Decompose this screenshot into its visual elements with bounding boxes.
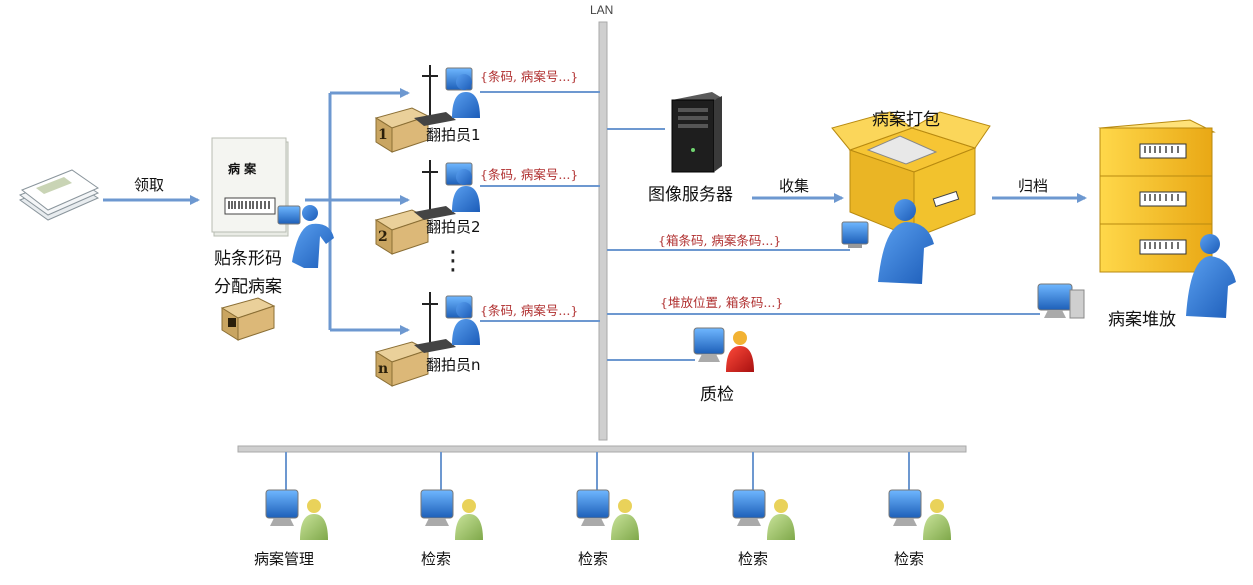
folder-title: 病 案	[228, 162, 257, 176]
packer-person-icon	[841, 199, 934, 284]
photographer-station-2: 2	[374, 160, 480, 255]
ellipsis: ⋮	[440, 246, 466, 276]
image-server-label: 图像服务器	[648, 185, 733, 205]
photographer-1-message: {条码, 病案号...}	[480, 69, 579, 84]
barcode-step-label: 贴条形码	[214, 249, 282, 269]
photographer-2-label: 翻拍员2	[426, 218, 481, 236]
terminal-1-icon	[265, 489, 328, 540]
lan-label: LAN	[590, 3, 614, 17]
terminal-3-icon	[576, 489, 639, 540]
storage-person-icon	[1186, 234, 1236, 318]
station-box-number-1: 1	[378, 127, 388, 143]
assigned-box-icon	[220, 297, 276, 341]
photographer-n-message: {条码, 病案号...}	[480, 303, 579, 318]
terminal-1-label: 病案管理	[254, 550, 315, 568]
station-box-number-n: n	[378, 361, 388, 377]
image-server-icon	[671, 92, 722, 173]
storage-label: 病案堆放	[1108, 310, 1176, 330]
archive-label: 归档	[1018, 177, 1049, 195]
paper-stack-icon	[18, 169, 100, 221]
storage-stack-icon	[1098, 119, 1216, 273]
lan-horizontal-bus	[237, 445, 967, 453]
packing-message: {箱条码, 病案条码...}	[658, 233, 782, 248]
storage-terminal-icon	[1037, 283, 1085, 319]
distribute-bracket	[305, 93, 332, 330]
photographer-station-1: 1	[374, 65, 480, 153]
storage-message: {堆放位置, 箱条码...}	[660, 295, 784, 310]
terminal-4-icon	[732, 489, 795, 540]
assign-step-label: 分配病案	[214, 277, 282, 297]
photographer-2-message: {条码, 病案号...}	[480, 167, 579, 182]
receive-label: 领取	[134, 176, 165, 194]
quality-check-icon	[693, 327, 754, 372]
station-box-number-2: 2	[378, 229, 388, 245]
terminal-5-label: 检索	[894, 550, 925, 568]
medical-record-folder-icon	[211, 137, 289, 237]
terminal-5-icon	[888, 489, 951, 540]
lan-connectors	[285, 91, 1040, 490]
terminal-4-label: 检索	[738, 550, 769, 568]
lan-vertical-bus	[598, 21, 608, 441]
terminal-3-label: 检索	[578, 550, 609, 568]
photographer-1-label: 翻拍员1	[426, 126, 481, 144]
photographer-n-label: 翻拍员n	[426, 356, 481, 374]
terminal-2-icon	[420, 489, 483, 540]
process-arrows	[103, 88, 1087, 335]
clerk-person-icon	[277, 205, 334, 268]
terminal-2-label: 检索	[421, 550, 452, 568]
quality-check-label: 质检	[700, 385, 734, 405]
photographer-station-n: n	[374, 292, 480, 387]
collect-label: 收集	[779, 177, 810, 195]
packing-label: 病案打包	[872, 110, 940, 130]
